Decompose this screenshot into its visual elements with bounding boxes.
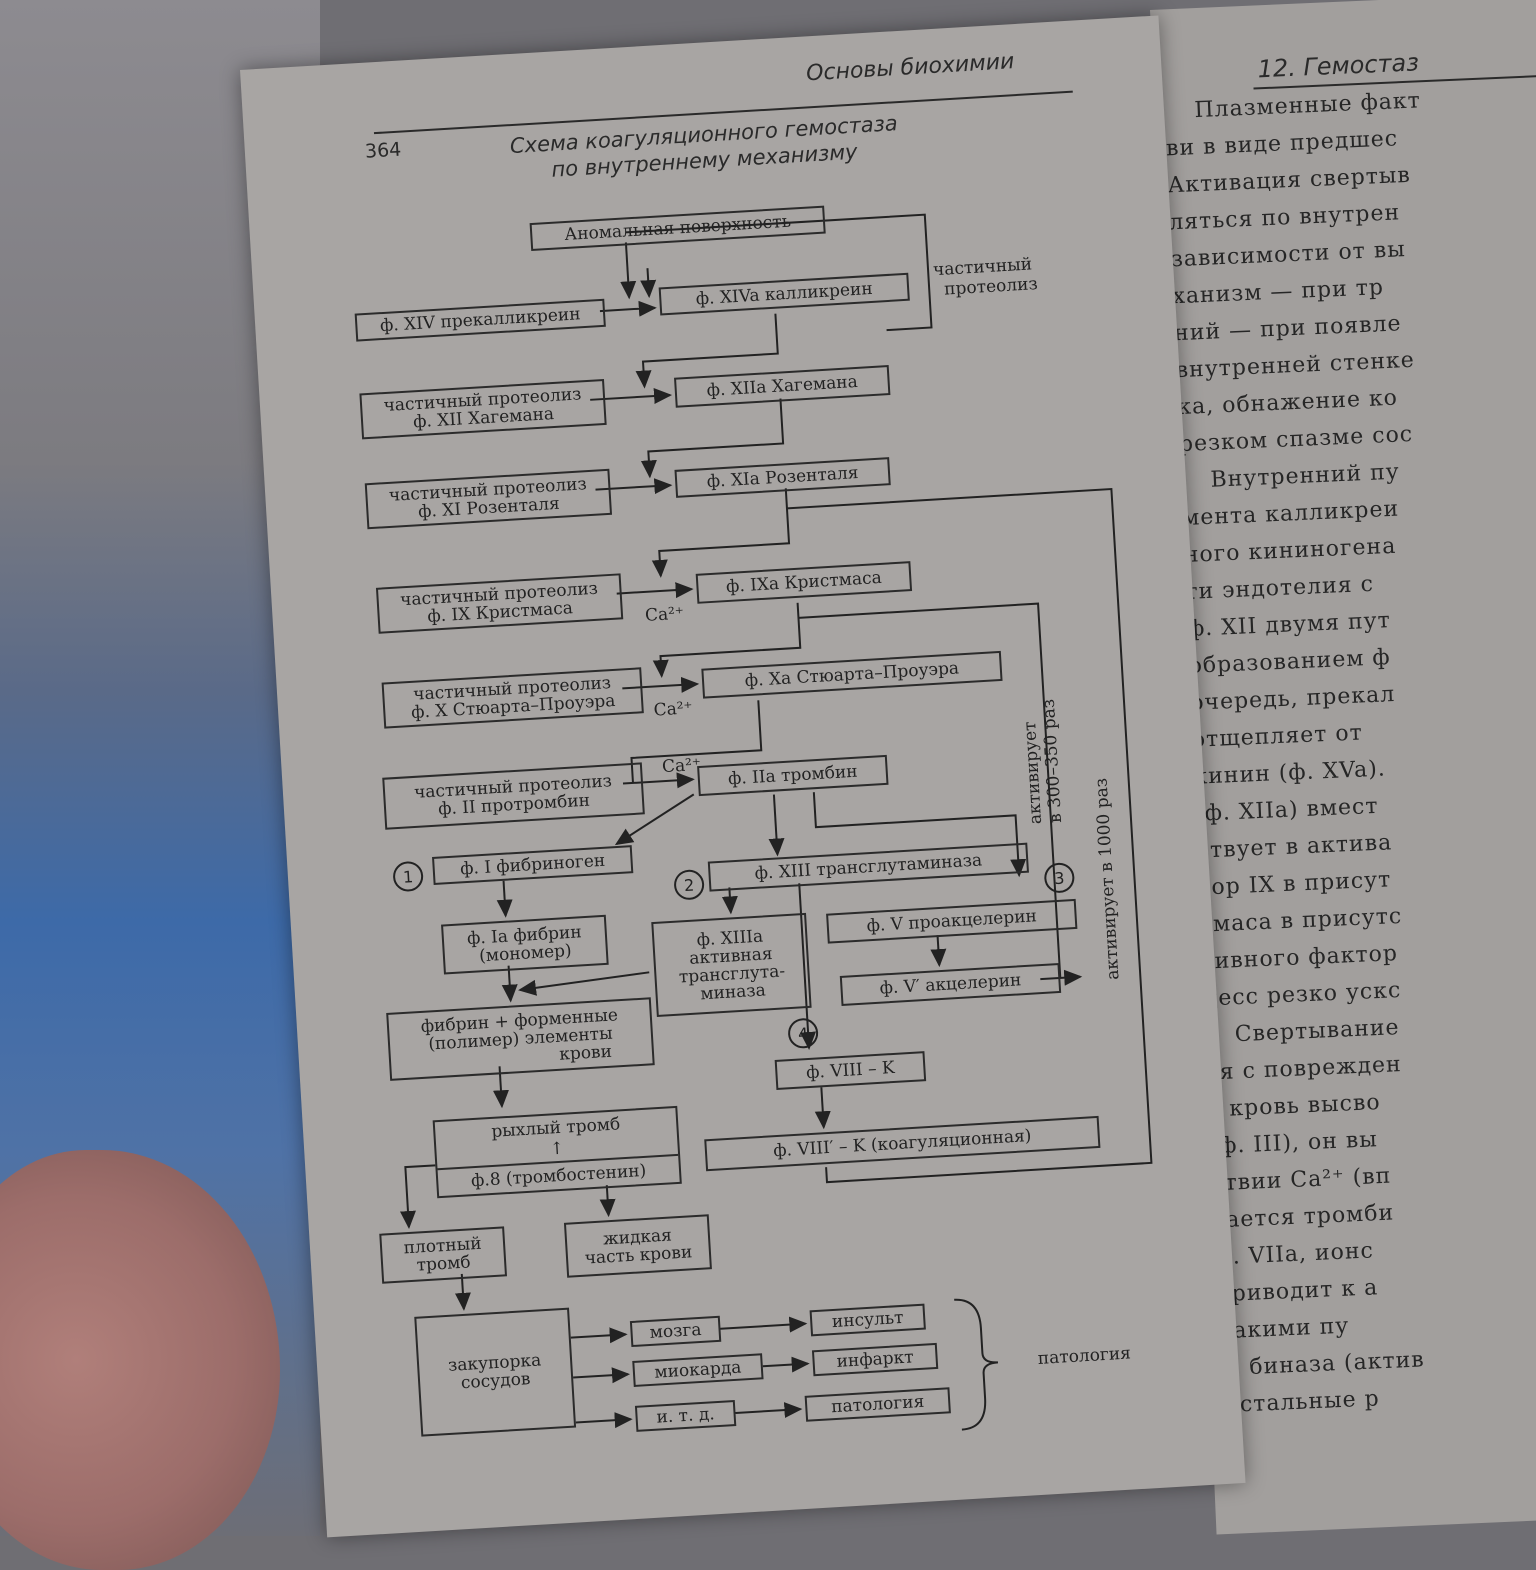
right-page-line: Внутренний пу bbox=[1210, 459, 1401, 493]
right-page-line: ного кининогена bbox=[1183, 533, 1397, 569]
right-page-line: (ф. III), он вы bbox=[1209, 1127, 1379, 1160]
right-page-line: образованием ф bbox=[1188, 645, 1392, 679]
right-page-line: в кровь высво bbox=[1207, 1089, 1382, 1123]
right-page-line: ка, обнажение ко bbox=[1176, 385, 1399, 421]
box-fibrin-polymer-line3: крови bbox=[558, 1041, 613, 1065]
right-page-line: Активация свертыв bbox=[1167, 162, 1412, 199]
right-page-line: ся с поврежден bbox=[1205, 1052, 1403, 1086]
left-page: Основы биохимии 364 Схема коагуляционног… bbox=[240, 15, 1246, 1538]
box-factor-xiiia: ф. XIIIa активная трансглута- миназа bbox=[651, 912, 812, 1017]
right-page-line: отщепляет от bbox=[1191, 720, 1364, 753]
right-page-line: Плазменные факт bbox=[1193, 88, 1422, 124]
right-page-line: ф. VIIa, ионс bbox=[1213, 1238, 1375, 1271]
box-factor-xiiia-line4: миназа bbox=[699, 979, 767, 1004]
right-page-line: Остальные р bbox=[1220, 1386, 1381, 1419]
right-page-line: очередь, прекал bbox=[1189, 681, 1396, 716]
right-page-line: ствует в актива bbox=[1196, 830, 1393, 864]
right-page-line: Свертывание bbox=[1234, 1015, 1401, 1048]
right-page-line: зависимости от вы bbox=[1170, 237, 1407, 273]
box-dense-thrombus: плотный тромб bbox=[379, 1226, 508, 1284]
label-ca-1: Ca²⁺ bbox=[644, 603, 685, 626]
right-page-line: биназа (актив bbox=[1248, 1347, 1426, 1380]
box-loose-thrombus: рыхлый тромб ↑ ф.8 (тромбостенин) bbox=[432, 1105, 682, 1199]
connector-lines bbox=[399, 213, 1153, 1431]
right-page-heading: 12. Гемостаз bbox=[1257, 48, 1420, 84]
right-page-line: приводит к а bbox=[1215, 1275, 1379, 1308]
right-page-line: ф. XII двумя пут bbox=[1186, 608, 1392, 642]
label-ca-3: Ca²⁺ bbox=[661, 754, 702, 778]
box-loose-thrombus-line1: рыхлый тромб bbox=[490, 1114, 621, 1142]
box-liquid-blood-line2: часть крови bbox=[584, 1241, 693, 1269]
right-page-line: ляться по внутрен bbox=[1168, 200, 1401, 236]
box-fibrin-monomer-line2: (мономер) bbox=[478, 940, 573, 967]
right-page-line: (ф. XIIa) вмест bbox=[1194, 793, 1380, 827]
right-page-line: тивного фактор bbox=[1201, 941, 1399, 975]
right-page-line: тор IX в присут bbox=[1197, 867, 1392, 901]
right-page-line: ти эндотелия с bbox=[1184, 571, 1375, 605]
box-liquid-blood: жидкая часть крови bbox=[563, 1214, 712, 1278]
right-page-line: ханизм — при тр bbox=[1171, 275, 1385, 310]
box-dense-thrombus-line2: тромб bbox=[416, 1252, 472, 1276]
right-page-line: резком спазме сос bbox=[1178, 421, 1414, 458]
right-page-line: внутренней стенке bbox=[1175, 347, 1416, 384]
right-page-line: тмаса в присутс bbox=[1199, 903, 1403, 938]
box-vessel-occlusion-line2: сосудов bbox=[460, 1369, 532, 1394]
label-ca-2: Ca²⁺ bbox=[653, 698, 694, 721]
box-vessel-occlusion: закупорка сосудов bbox=[414, 1307, 577, 1437]
right-page-line: цесс резко ускс bbox=[1202, 977, 1402, 1012]
right-page-line: ний — при появле bbox=[1173, 311, 1403, 347]
right-page-line: вается тромби bbox=[1212, 1200, 1395, 1234]
right-page-line: мента калликреи bbox=[1181, 496, 1400, 532]
box-fibrin-monomer: ф. Ia фибрин (мономер) bbox=[441, 914, 609, 975]
right-page-line: ви в виде предшес bbox=[1165, 126, 1399, 162]
box-brain: мозга bbox=[629, 1315, 722, 1348]
box-loose-thrombus-arrow: ↑ bbox=[549, 1138, 565, 1160]
right-page-line: кинин (ф. XVa). bbox=[1192, 756, 1387, 790]
right-page-line: ствии Ca²⁺ (вп bbox=[1210, 1163, 1392, 1197]
